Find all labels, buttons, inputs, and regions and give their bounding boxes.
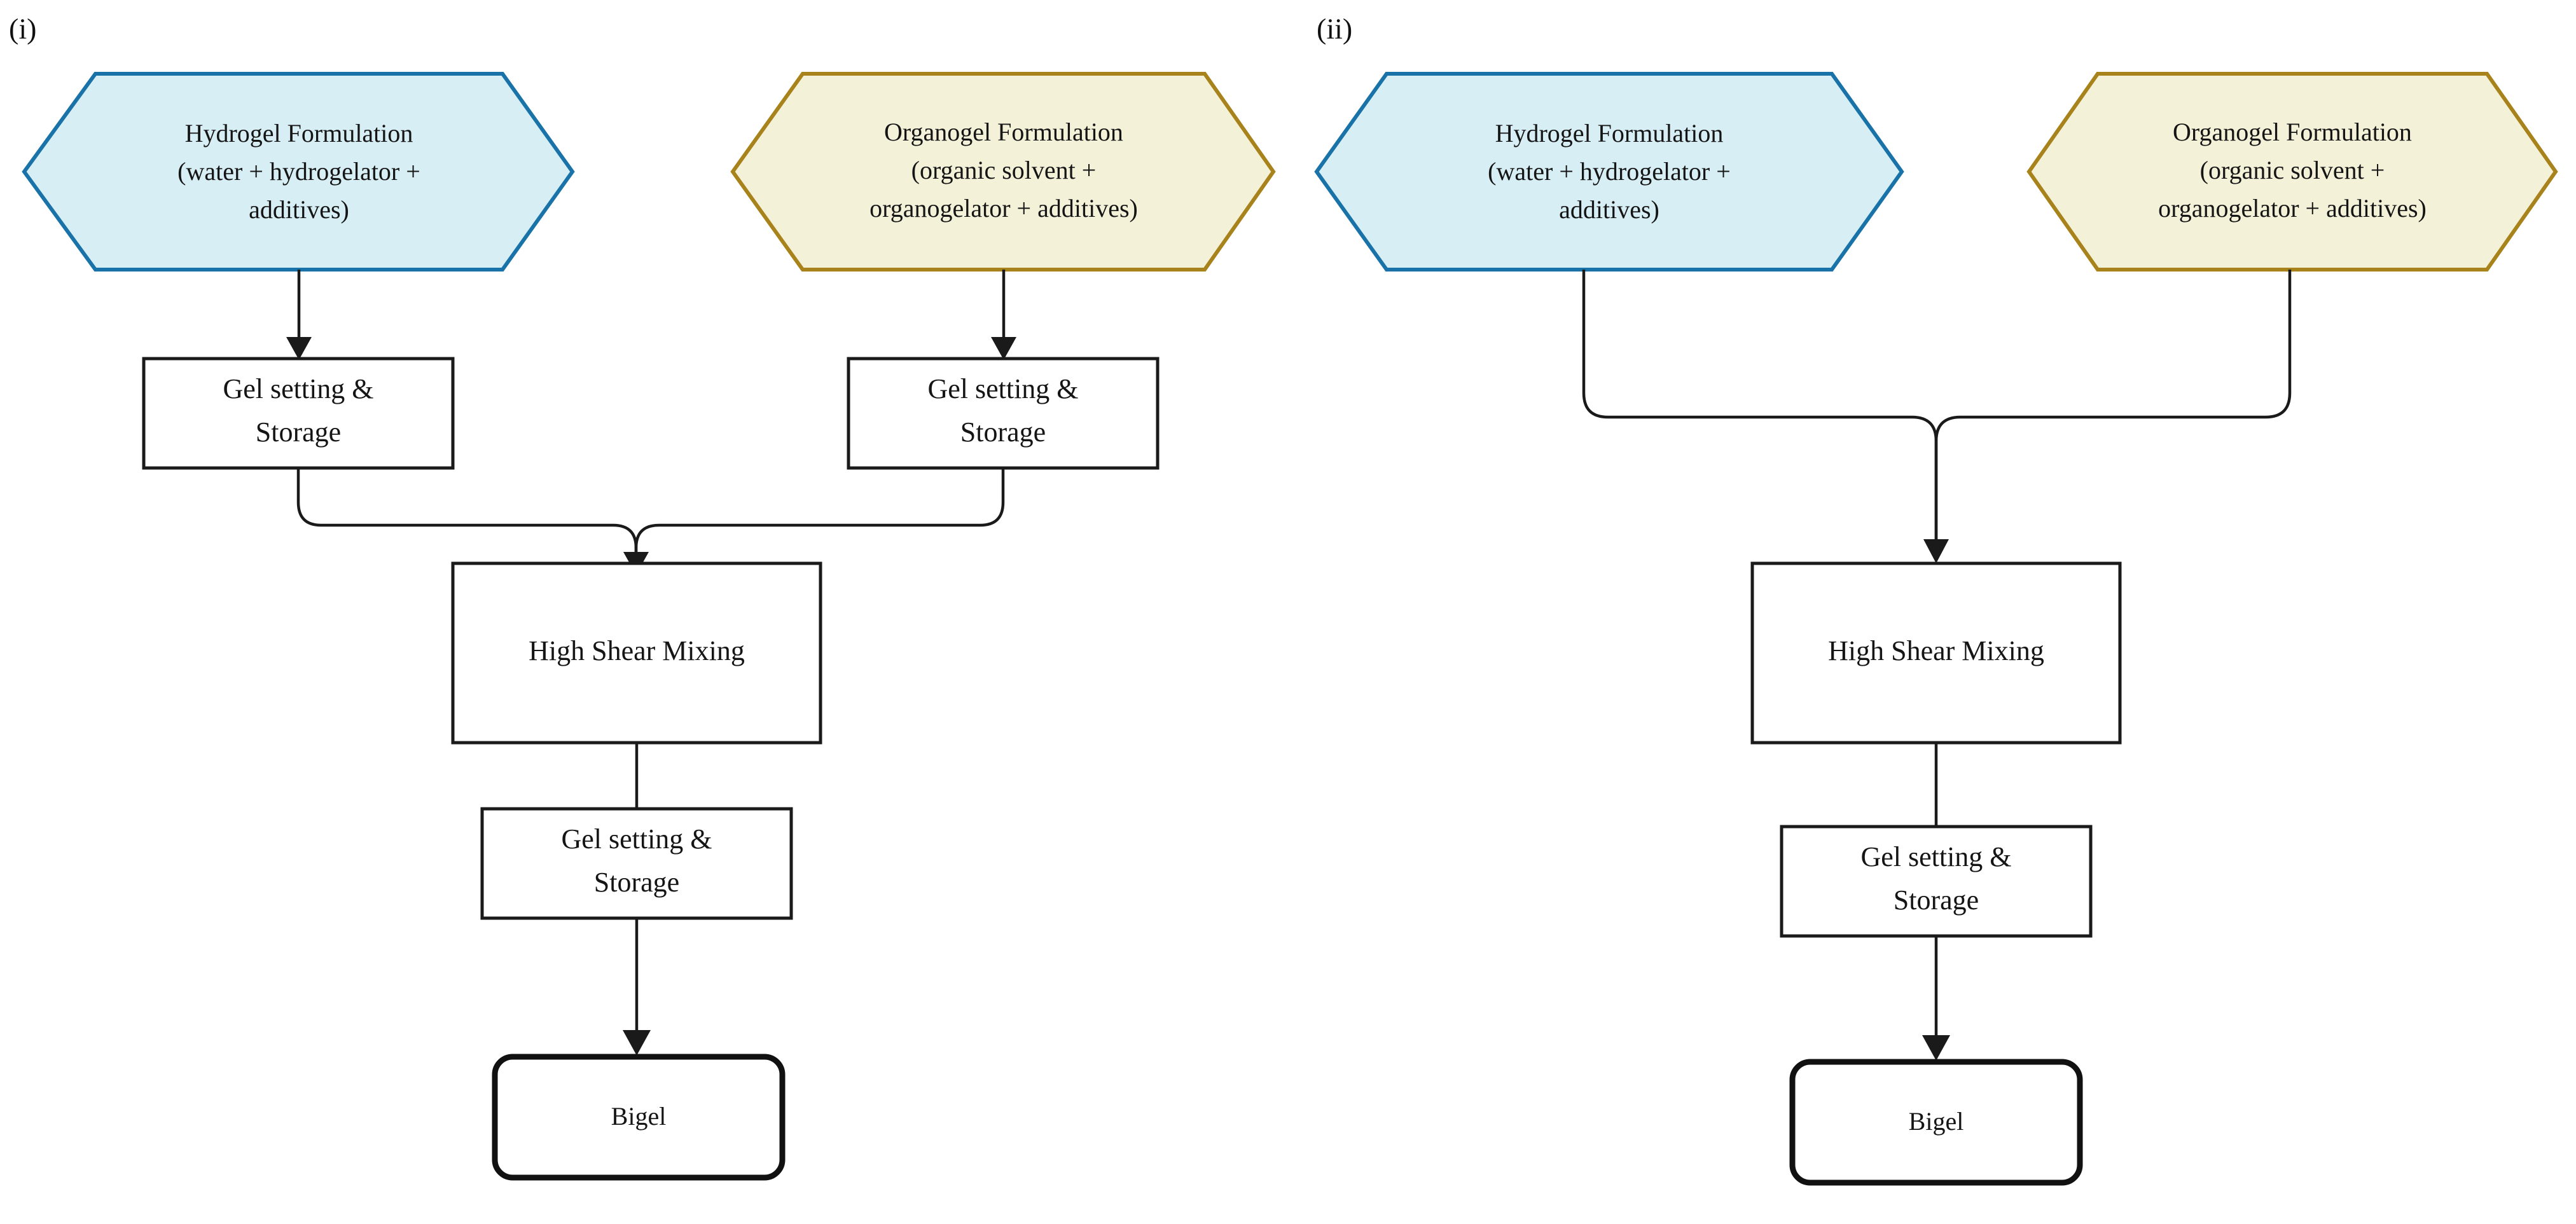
- panel-i-bigel-node[interactable]: Bigel: [492, 1054, 786, 1181]
- rect-shape: [142, 357, 455, 470]
- panel-ii-mixing-node[interactable]: High Shear Mixing: [1750, 561, 2122, 745]
- panel-i: (i) Hydrogel Formulation (water + hydrog…: [9, 13, 1276, 1181]
- rect-shape: [1750, 561, 2122, 745]
- panel-ii-organogel-line1: Organogel Formulation: [2173, 118, 2412, 146]
- panel-ii-gelset-final-line1: Gel setting &: [1860, 841, 2011, 872]
- hexagon-shape: [730, 72, 1276, 272]
- panel-ii-label: (ii): [1317, 13, 1352, 45]
- panel-i-gelset-left-line2: Storage: [256, 416, 341, 448]
- panel-i-edge-hydrogel-to-gelset: [286, 270, 312, 360]
- rect-shape: [451, 561, 822, 745]
- panel-ii-edge-merge-to-mixing: [1582, 270, 2292, 563]
- panel-ii-hydrogel-line1: Hydrogel Formulation: [1495, 119, 1724, 148]
- arrowhead-icon: [1922, 1035, 1950, 1061]
- panel-i-hydrogel-node[interactable]: Hydrogel Formulation (water + hydrogelat…: [22, 72, 575, 272]
- panel-ii-edge-gelset-to-bigel: [1922, 936, 1950, 1061]
- panel-ii: (ii) Hydrogel Formulation (water + hydro…: [1314, 13, 2558, 1186]
- panel-i-hydrogel-line1: Hydrogel Formulation: [185, 119, 413, 148]
- panel-i-label: (i): [9, 13, 36, 45]
- arrowhead-icon: [1923, 539, 1949, 563]
- panel-i-organogel-line1: Organogel Formulation: [884, 118, 1123, 146]
- panel-i-gelset-final-line2: Storage: [594, 867, 679, 898]
- panel-ii-gelset-final-line2: Storage: [1894, 884, 1979, 916]
- panel-i-edge-merge-to-mixing: [296, 468, 1005, 575]
- rounded-rect-shape: [1789, 1059, 2083, 1186]
- panel-ii-bigel-node[interactable]: Bigel: [1789, 1059, 2083, 1186]
- rounded-rect-shape: [492, 1054, 786, 1181]
- panel-i-gelset-final-line1: Gel setting &: [561, 823, 712, 855]
- panel-ii-hydrogel-node[interactable]: Hydrogel Formulation (water + hydrogelat…: [1314, 72, 1904, 272]
- panel-ii-bigel-label: Bigel: [1909, 1107, 1964, 1136]
- panel-i-gelset-left-node[interactable]: Gel setting & Storage: [142, 357, 455, 470]
- panel-i-edge-organogel-to-gelset: [991, 270, 1016, 360]
- panel-ii-organogel-line3: organogelator + additives): [2158, 194, 2427, 223]
- panel-i-organogel-node[interactable]: Organogel Formulation (organic solvent +…: [730, 72, 1276, 272]
- panel-i-hydrogel-line3: additives): [249, 195, 349, 224]
- arrowhead-icon: [286, 337, 312, 360]
- panel-i-gelset-right-line1: Gel setting &: [927, 373, 1078, 404]
- panel-i-bigel-label: Bigel: [611, 1102, 667, 1131]
- hexagon-shape: [2026, 72, 2558, 272]
- hexagon-shape: [22, 72, 575, 272]
- panel-i-hydrogel-line2: (water + hydrogelator +: [177, 157, 420, 186]
- panel-ii-mixing-label: High Shear Mixing: [1828, 635, 2044, 666]
- rect-shape: [1780, 825, 2093, 938]
- panel-i-mixing-label: High Shear Mixing: [529, 635, 745, 666]
- panel-i-organogel-line3: organogelator + additives): [869, 194, 1138, 223]
- panel-ii-organogel-line2: (organic solvent +: [2200, 156, 2385, 184]
- arrowhead-icon: [623, 1030, 651, 1056]
- arrowhead-icon: [991, 337, 1016, 360]
- panel-ii-hydrogel-line3: additives): [1559, 195, 1659, 224]
- panel-i-gelset-right-line2: Storage: [960, 416, 1046, 448]
- panel-i-gelset-left-line1: Gel setting &: [223, 373, 373, 404]
- panel-i-gelset-right-node[interactable]: Gel setting & Storage: [847, 357, 1160, 470]
- panel-i-organogel-line2: (organic solvent +: [911, 156, 1097, 184]
- panel-ii-gelset-final-node[interactable]: Gel setting & Storage: [1780, 825, 2093, 938]
- panel-i-gelset-final-node[interactable]: Gel setting & Storage: [480, 807, 793, 920]
- panel-i-mixing-node[interactable]: High Shear Mixing: [451, 561, 822, 745]
- panel-i-edge-gelset-to-bigel: [623, 918, 651, 1056]
- panel-ii-hydrogel-line2: (water + hydrogelator +: [1488, 157, 1731, 186]
- hexagon-shape: [1314, 72, 1904, 272]
- panel-ii-organogel-node[interactable]: Organogel Formulation (organic solvent +…: [2026, 72, 2558, 272]
